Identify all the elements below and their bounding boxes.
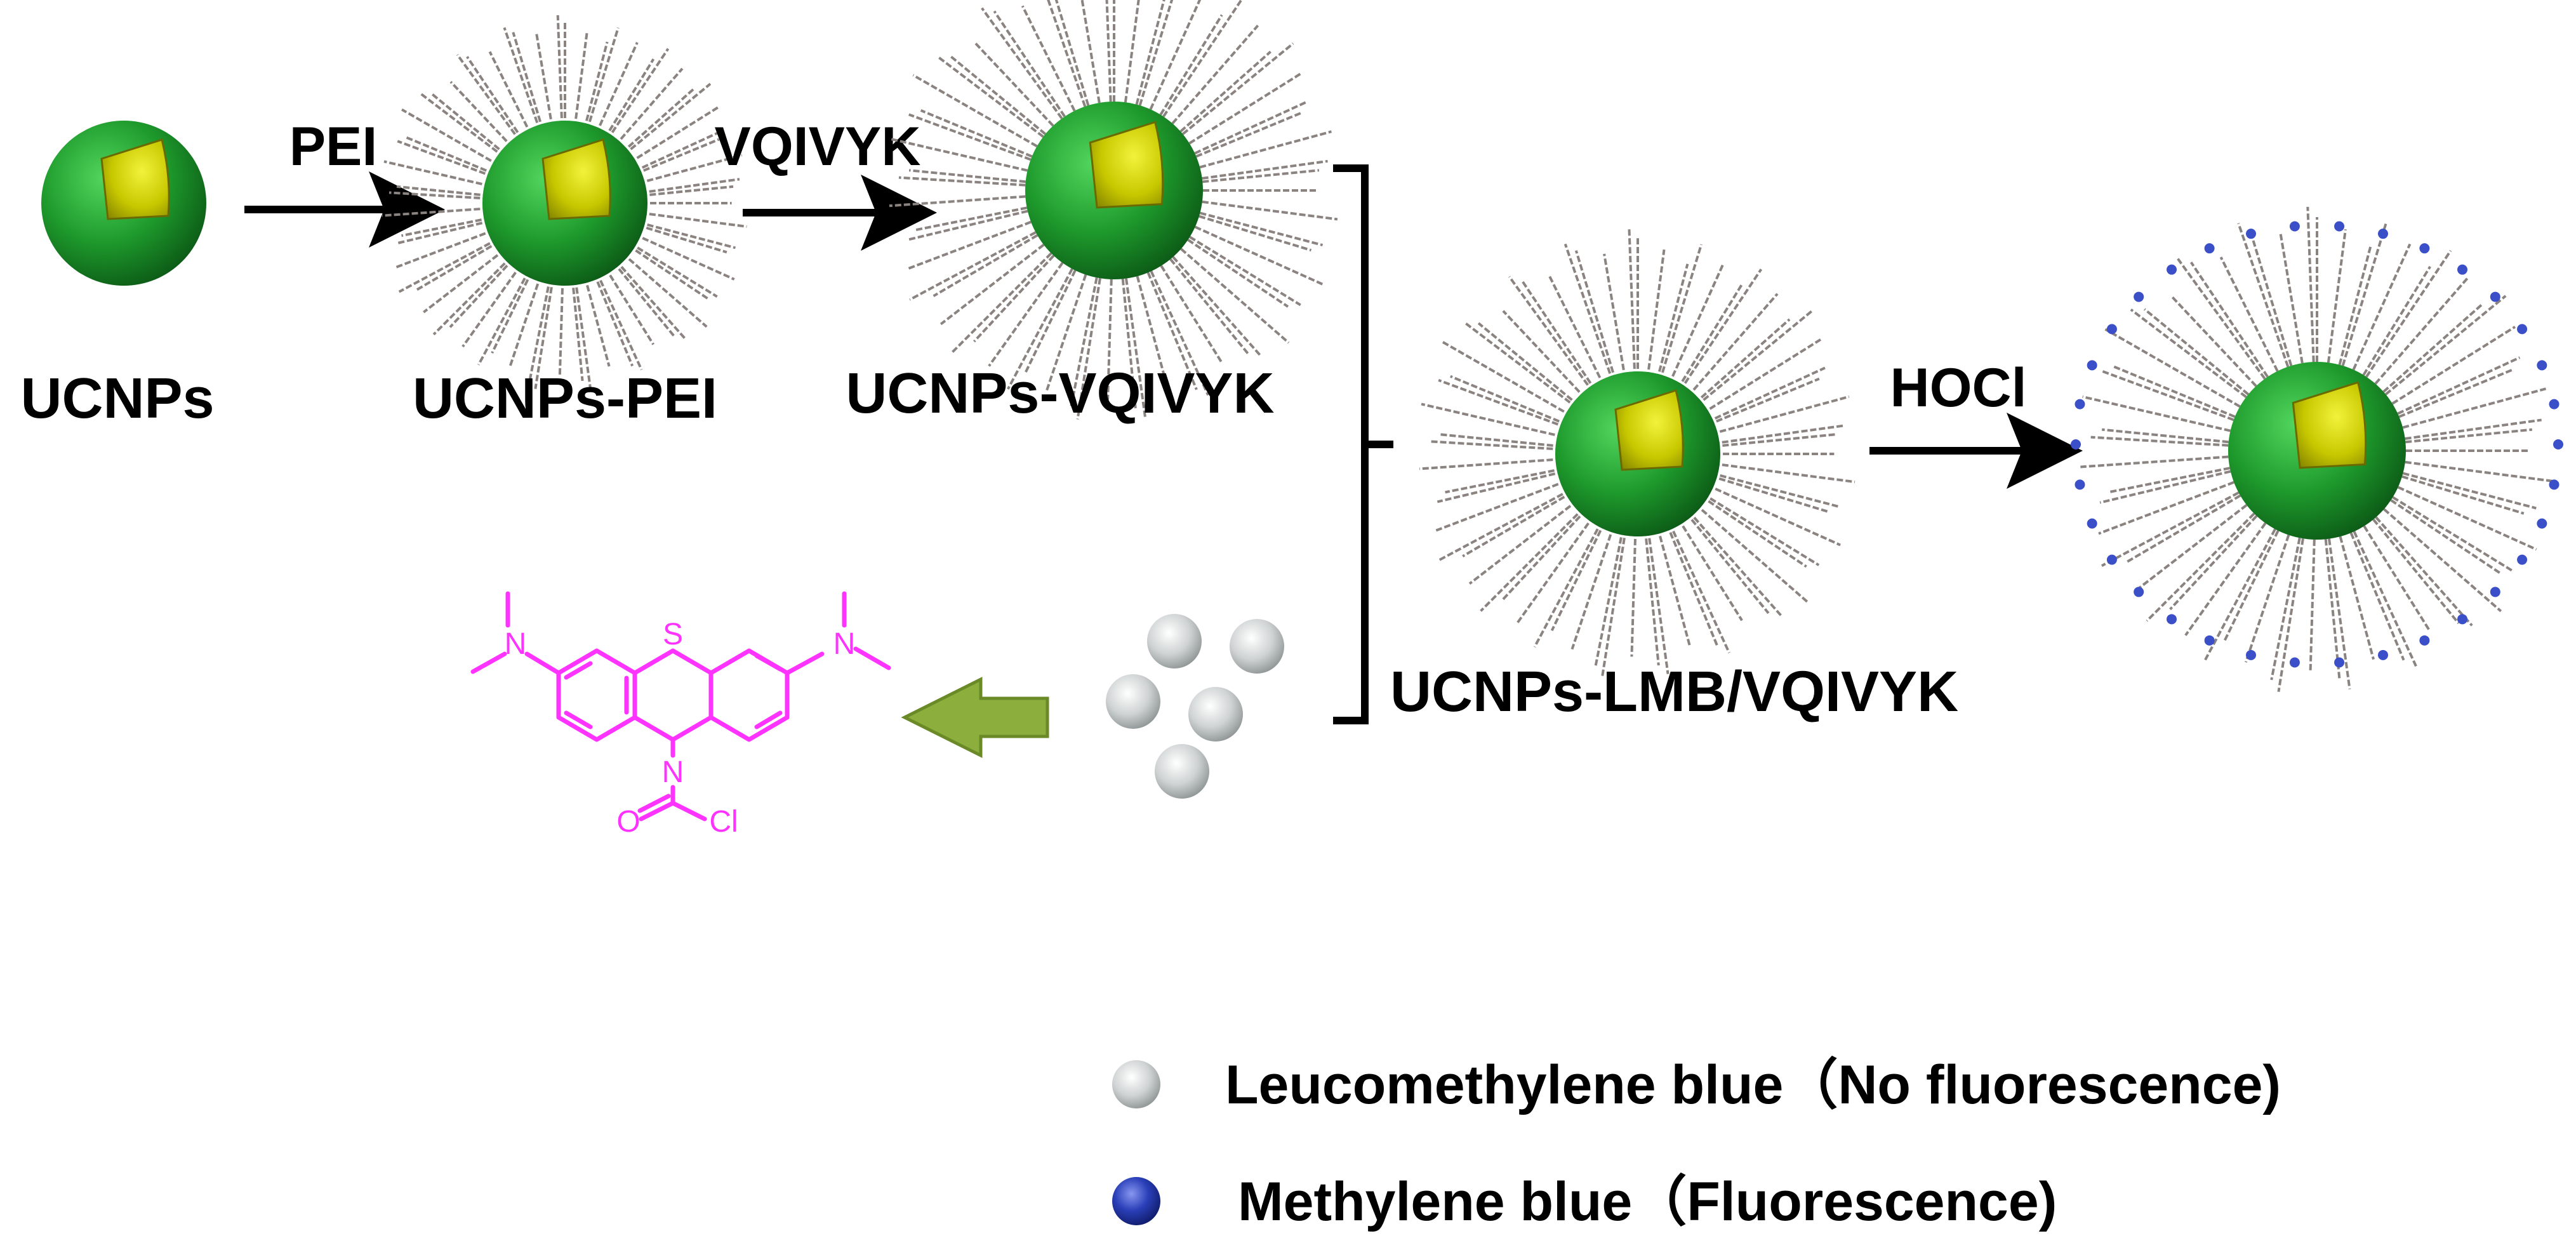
methylene-blue-dot bbox=[2166, 614, 2177, 625]
combining-bracket bbox=[1333, 164, 1393, 724]
methylene-blue-dot bbox=[2419, 243, 2430, 254]
arrow-label-hocl: HOCl bbox=[1890, 357, 2027, 418]
ucnps-mb-released-particle bbox=[2080, 206, 2553, 693]
methylene-blue-dot bbox=[2457, 614, 2468, 625]
core-shell-nanoparticle-icon bbox=[100, 138, 170, 220]
methylene-blue-dot bbox=[2204, 635, 2215, 646]
methylene-blue-dot bbox=[2377, 229, 2388, 239]
leucomethylene-blue-sphere-icon bbox=[1155, 744, 1209, 799]
ucnps-lmb-vqivyk-particle bbox=[1419, 229, 1856, 677]
methylene-blue-dot bbox=[2549, 479, 2559, 490]
methylene-blue-dot bbox=[2517, 554, 2528, 565]
atom-n-center: N bbox=[662, 755, 684, 789]
methylene-blue-dot bbox=[2134, 291, 2144, 302]
atom-s: S bbox=[663, 618, 683, 651]
methylene-blue-dot bbox=[2334, 657, 2345, 668]
leucomethylene-blue-sphere-icon bbox=[1147, 614, 1202, 668]
methylene-blue-dot bbox=[2134, 587, 2144, 597]
methylene-blue-dot bbox=[2334, 221, 2345, 232]
arrow-label-pei: PEI bbox=[289, 116, 378, 177]
label-ucnps-pei: UCNPs-PEI bbox=[413, 367, 717, 430]
methylene-blue-dot bbox=[2075, 399, 2085, 409]
methylene-blue-dot bbox=[2419, 635, 2430, 646]
methylene-blue-dot bbox=[2457, 264, 2468, 275]
arrow-label-vqivyk: VQIVYK bbox=[715, 116, 921, 177]
core-shell-nanoparticle-icon bbox=[2292, 381, 2367, 469]
leucomethylene-blue-sphere-icon bbox=[1106, 674, 1160, 729]
ucnps-pei-particle bbox=[382, 15, 747, 389]
label-ucnps-lmb-vqivyk: UCNPs-LMB/VQIVYK bbox=[1390, 660, 1958, 724]
atom-n-right: N bbox=[833, 627, 856, 661]
methylene-blue-dot bbox=[2246, 229, 2257, 239]
methylene-blue-dot bbox=[2087, 360, 2097, 371]
methylene-blue-dot bbox=[2517, 324, 2528, 335]
ucnps-particle bbox=[41, 121, 206, 286]
leucomethylene-blue-sphere-icon bbox=[1112, 1060, 1160, 1108]
label-ucnps-vqivyk: UCNPs-VQIVYK bbox=[846, 362, 1274, 425]
legend: Leucomethylene blue（No fluorescence) Met… bbox=[1112, 1054, 2281, 1232]
methylene-blue-dot bbox=[2553, 439, 2563, 449]
atom-n-left: N bbox=[505, 627, 527, 661]
methylene-blue-dot bbox=[2087, 518, 2097, 529]
core-shell-nanoparticle-icon bbox=[541, 138, 611, 220]
methylene-blue-dot bbox=[2537, 360, 2547, 371]
methylene-blue-sphere-icon bbox=[1112, 1177, 1160, 1225]
methylene-blue-dot bbox=[2106, 554, 2117, 565]
leucomethylene-blue-structure bbox=[470, 591, 891, 821]
leucomethylene-blue-sphere-icon bbox=[1230, 619, 1284, 674]
methylene-blue-dot bbox=[2204, 243, 2215, 254]
methylene-blue-dot bbox=[2549, 399, 2559, 409]
methylene-blue-dot bbox=[2537, 518, 2547, 529]
released-methylene-blue-dots bbox=[2071, 221, 2563, 668]
legend-mb-label: Methylene blue（Fluorescence) bbox=[1238, 1171, 2057, 1232]
methylene-blue-dot bbox=[2377, 649, 2388, 660]
core-shell-nanoparticle-icon bbox=[1089, 121, 1164, 209]
leuco-sphere-cluster bbox=[1106, 614, 1284, 799]
label-ucnps: UCNPs bbox=[20, 367, 214, 430]
methylene-blue-dot bbox=[2490, 291, 2500, 302]
atom-cl: Cl bbox=[709, 805, 738, 839]
methylene-blue-dot bbox=[2106, 324, 2117, 335]
methylene-blue-dot bbox=[2071, 439, 2081, 449]
methylene-blue-dot bbox=[2246, 649, 2257, 660]
hollow-arrow-icon bbox=[901, 676, 1049, 759]
leucomethylene-blue-sphere-icon bbox=[1188, 687, 1243, 742]
methylene-blue-dot bbox=[2289, 221, 2300, 232]
methylene-blue-dot bbox=[2490, 587, 2500, 597]
methylene-blue-dot bbox=[2075, 479, 2085, 490]
atom-o: O bbox=[616, 805, 640, 839]
legend-leuco-label: Leucomethylene blue（No fluorescence) bbox=[1225, 1054, 2281, 1115]
methylene-blue-dot bbox=[2289, 657, 2300, 668]
methylene-blue-dot bbox=[2166, 264, 2177, 275]
ucnps-vqivyk-particle bbox=[889, 0, 1338, 420]
core-shell-nanoparticle-icon bbox=[1614, 389, 1684, 471]
